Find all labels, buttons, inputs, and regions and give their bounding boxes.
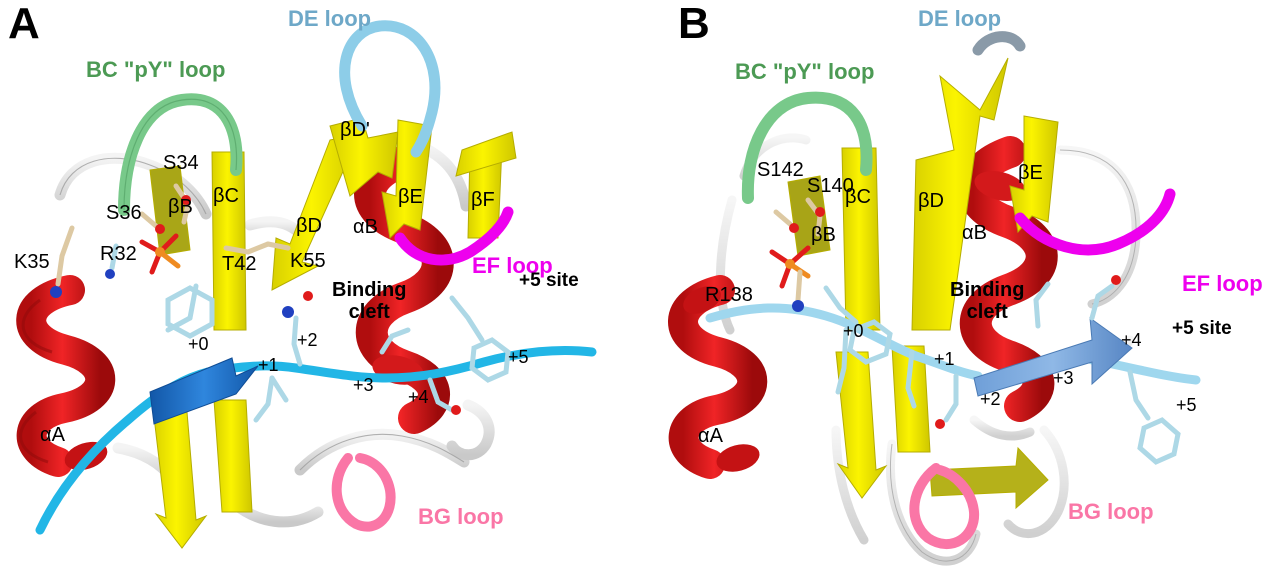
peptide-backbone-a <box>35 345 597 535</box>
panel-a-residue-k35-label: K35 <box>14 251 50 273</box>
de-loop-ribbon-a <box>339 20 441 158</box>
panel-a-strand-bc-label: βC <box>213 185 239 207</box>
panel-a-helix-ab-label: αB <box>353 216 378 238</box>
panel-a-strand-bd-label: βD <box>296 215 322 237</box>
panel-a-position-3-label: +3 <box>353 375 374 395</box>
panel-a-bg-loop-label: BG loop <box>418 504 504 529</box>
bc-loop-ribbon-b <box>741 91 873 204</box>
panel-b-strand-be-label: βE <box>1018 162 1043 184</box>
helix-alpha-a-b <box>668 275 768 479</box>
panel-b-de-loop-label: DE loop <box>918 6 1002 31</box>
sidechain-sticks-b <box>769 197 1181 465</box>
panel-a-strand-bd-prime-label: βD' <box>340 119 370 141</box>
panel-b-ef-loop-label: EF loop <box>1182 271 1263 296</box>
ef-loop-ribbon-b <box>1014 188 1176 256</box>
panel-b-helix-aa-label: αA <box>698 425 723 447</box>
panel-b-residue-r138-label: R138 <box>705 284 753 306</box>
panel-b-residue-s142-label: S142 <box>757 159 804 181</box>
panel-a-position-5-label: +5 <box>508 347 529 367</box>
panel-b-position-1-label: +1 <box>934 349 955 369</box>
panel-b-strand-bb-label: βB <box>811 224 836 246</box>
coil-segments-a-outline <box>59 157 465 471</box>
panel-a-binding-cleft-line1: Binding <box>332 279 407 301</box>
panel-b-helix-ab-label: αB <box>962 222 987 244</box>
panel-b-bc-loop-label: BC "pY" loop <box>735 59 875 84</box>
panel-a-position-0-label: +0 <box>188 334 209 354</box>
panel-a-strand-be-label: βE <box>398 186 423 208</box>
ef-loop-ribbon-a <box>394 206 514 266</box>
panel-a-structure-graphic <box>16 20 597 549</box>
panel-a-residue-r32-label: R32 <box>100 243 137 265</box>
panel-a-residue-s34-label: S34 <box>163 152 199 174</box>
panel-b-binding-cleft-line2: cleft <box>966 301 1008 324</box>
panel-a-residue-s36-label: S36 <box>106 202 142 224</box>
panel-a-plus5-site-label: +5 site <box>519 270 579 291</box>
panel-a-position-4-label: +4 <box>408 387 429 407</box>
panel-a-ef-loop-label: EF loop <box>472 253 553 278</box>
panel-a-residue-t42-label: T42 <box>222 253 257 275</box>
panel-b-bg-loop-label: BG loop <box>1068 499 1154 524</box>
panel-a-position-1-label: +1 <box>258 355 279 375</box>
panel-b-letter: B <box>678 0 710 48</box>
panel-a-binding-cleft-line2: cleft <box>348 301 390 324</box>
panel-a-bc-loop-label: BC "pY" loop <box>86 57 226 82</box>
panel-a-helix-aa-label: αA <box>40 424 65 446</box>
panel-a-strand-bf-label: βF <box>471 189 495 211</box>
sidechain-sticks-a <box>50 183 511 423</box>
panel-a-strand-bb-label: βB <box>168 196 193 218</box>
panel-a-position-2-label: +2 <box>297 330 318 350</box>
panel-a-de-loop-label: DE loop <box>288 6 372 31</box>
panel-b-binding-cleft-line1: Binding <box>950 279 1025 301</box>
de-loop-ribbon-b <box>972 31 1026 56</box>
bc-loop-ribbon-a <box>118 93 243 216</box>
panel-b-position-0-label: +0 <box>843 321 864 341</box>
bg-loop-ribbon-a <box>331 453 396 532</box>
panel-b: B BC "pY" loop DE loop EF loop BG loop β… <box>640 0 1280 587</box>
panel-b-position-3-label: +3 <box>1053 368 1074 388</box>
beta-strands-b <box>787 57 1059 510</box>
panel-b-position-2-label: +2 <box>980 389 1001 409</box>
panel-b-structure-graphic <box>668 31 1201 566</box>
bg-loop-ribbon-b <box>909 463 980 549</box>
panel-a-residue-k55-label: K55 <box>290 250 326 272</box>
panel-b-strand-bd-label: βD <box>918 190 944 212</box>
panel-b-position-5-label: +5 <box>1176 395 1197 415</box>
panel-a: A BC "pY" loop DE loop EF loop BG loop β… <box>8 0 597 549</box>
panel-b-binding-cleft-label: Binding cleft <box>950 279 1024 324</box>
panel-a-letter: A <box>8 0 40 48</box>
panel-b-strand-bc-label: βC <box>845 186 871 208</box>
panel-b-residue-s140-label: S140 <box>807 175 854 197</box>
panel-a-binding-cleft-label: Binding cleft <box>332 279 406 324</box>
panel-b-position-4-label: +4 <box>1121 330 1142 350</box>
panel-b-plus5-site-label: +5 site <box>1172 318 1232 339</box>
